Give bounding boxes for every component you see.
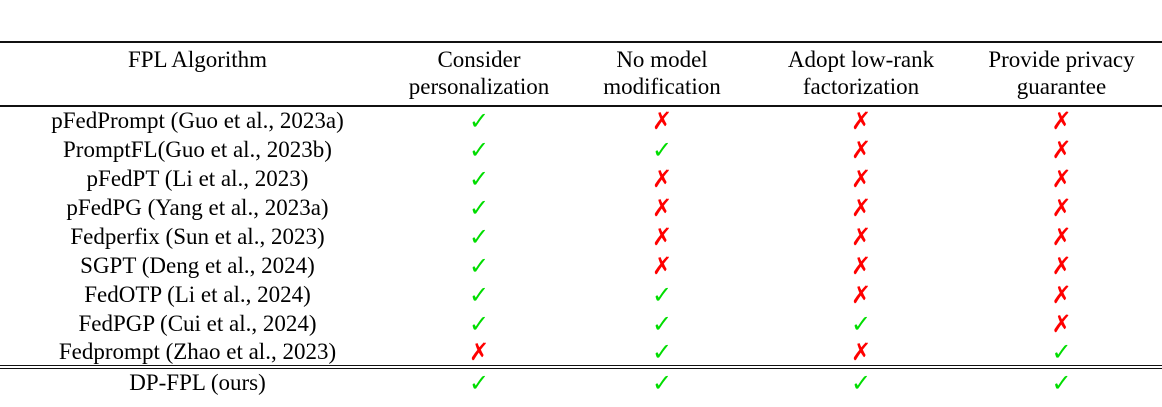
algorithm-name: Fedperfix (Sun et al., 2023) <box>70 223 325 249</box>
algorithm-name: pFedPT (Li et al., 2023) <box>86 165 309 191</box>
header-row: FPL Algorithm Consider personalization N… <box>0 42 1162 106</box>
column-header-fpl-algorithm: FPL Algorithm <box>127 47 268 72</box>
table-row: Fedprompt (Zhao et al., 2023) ✗ ✓ ✗ ✓ <box>0 338 1162 367</box>
cross-icon: ✗ <box>1051 280 1072 309</box>
cross-icon: ✗ <box>651 222 673 251</box>
table-row: Fedperfix (Sun et al., 2023) ✓ ✗ ✗ ✗ <box>0 222 1162 251</box>
check-icon: ✓ <box>563 365 761 397</box>
cross-icon: ✗ <box>651 251 673 280</box>
check-icon: ✓ <box>961 365 1162 397</box>
check-icon: ✓ <box>651 309 673 338</box>
check-icon: ✓ <box>651 280 673 309</box>
cross-icon: ✗ <box>850 280 872 309</box>
algorithm-name: pFedPG (Yang et al., 2023a) <box>66 194 329 220</box>
algorithm-name: Fedprompt (Zhao et al., 2023) <box>58 338 337 364</box>
table-row: pFedPG (Yang et al., 2023a) ✓ ✗ ✗ ✗ <box>0 193 1162 222</box>
algorithm-name: SGPT (Deng et al., 2024) <box>80 252 315 278</box>
check-icon: ✓ <box>468 309 490 338</box>
cross-icon: ✗ <box>651 164 673 193</box>
check-icon: ✓ <box>468 164 490 193</box>
cross-icon: ✗ <box>850 193 872 222</box>
cross-icon: ✗ <box>1051 164 1072 193</box>
table-row: pFedPT (Li et al., 2023) ✓ ✗ ✗ ✗ <box>0 164 1162 193</box>
check-icon: ✓ <box>651 135 673 164</box>
check-icon: ✓ <box>468 222 490 251</box>
algorithm-name: FedOTP (Li et al., 2024) <box>84 281 311 307</box>
cross-icon: ✗ <box>850 135 872 164</box>
column-header-consider-personalization: Consider personalization <box>408 47 550 99</box>
column-header-privacy-guarantee: Provide privacy guarantee <box>988 47 1135 99</box>
check-icon: ✓ <box>468 135 490 164</box>
table-row: FedPGP (Cui et al., 2024) ✓ ✓ ✓ ✗ <box>0 309 1162 338</box>
table-body: pFedPrompt (Guo et al., 2023a)✓✗✗✗Prompt… <box>0 106 1162 397</box>
cross-icon: ✗ <box>850 164 872 193</box>
cross-icon: ✗ <box>651 107 673 135</box>
table-row: SGPT (Deng et al., 2024) ✓ ✗ ✗ ✗ <box>0 251 1162 280</box>
check-icon: ✓ <box>468 251 490 280</box>
cross-icon: ✗ <box>1051 107 1072 135</box>
table-row: FedOTP (Li et al., 2024) ✓ ✓ ✗ ✗ <box>0 280 1162 309</box>
check-icon: ✓ <box>761 365 961 397</box>
algorithm-name: FedPGP (Cui et al., 2024) <box>78 310 317 336</box>
check-icon: ✓ <box>468 280 490 309</box>
cross-icon: ✗ <box>468 337 490 366</box>
check-icon: ✓ <box>1051 337 1072 366</box>
cross-icon: ✗ <box>850 337 872 366</box>
algorithm-name: pFedPrompt (Guo et al., 2023a) <box>51 108 344 134</box>
cross-icon: ✗ <box>1051 309 1072 338</box>
cross-icon: ✗ <box>1051 222 1072 251</box>
cross-icon: ✗ <box>1051 251 1072 280</box>
table-row: pFedPrompt (Guo et al., 2023a) ✓ ✗ ✗ ✗ <box>0 106 1162 135</box>
cross-icon: ✗ <box>1051 193 1072 222</box>
table-row: DP-FPL (ours)✓✓✓✓ <box>0 365 1162 397</box>
check-icon: ✓ <box>651 337 673 366</box>
column-header-adopt-low-rank: Adopt low-rank factorization <box>787 47 935 99</box>
algorithm-comparison-table: FPL Algorithm Consider personalization N… <box>0 41 1162 397</box>
check-icon: ✓ <box>395 365 563 397</box>
column-header-no-model-modification: No model modification <box>603 47 721 99</box>
cross-icon: ✗ <box>850 222 872 251</box>
check-icon: ✓ <box>468 107 490 135</box>
cross-icon: ✗ <box>850 107 872 135</box>
cross-icon: ✗ <box>651 193 673 222</box>
cross-icon: ✗ <box>850 251 872 280</box>
algorithm-name: DP-FPL (ours) <box>0 365 395 397</box>
table-row: PromptFL(Guo et al., 2023b) ✓ ✓ ✗ ✗ <box>0 135 1162 164</box>
check-icon: ✓ <box>850 309 872 338</box>
check-icon: ✓ <box>468 193 490 222</box>
algorithm-name: PromptFL(Guo et al., 2023b) <box>63 136 332 162</box>
cross-icon: ✗ <box>1051 135 1072 164</box>
paper-table-figure: FPL Algorithm Consider personalization N… <box>0 41 1162 397</box>
